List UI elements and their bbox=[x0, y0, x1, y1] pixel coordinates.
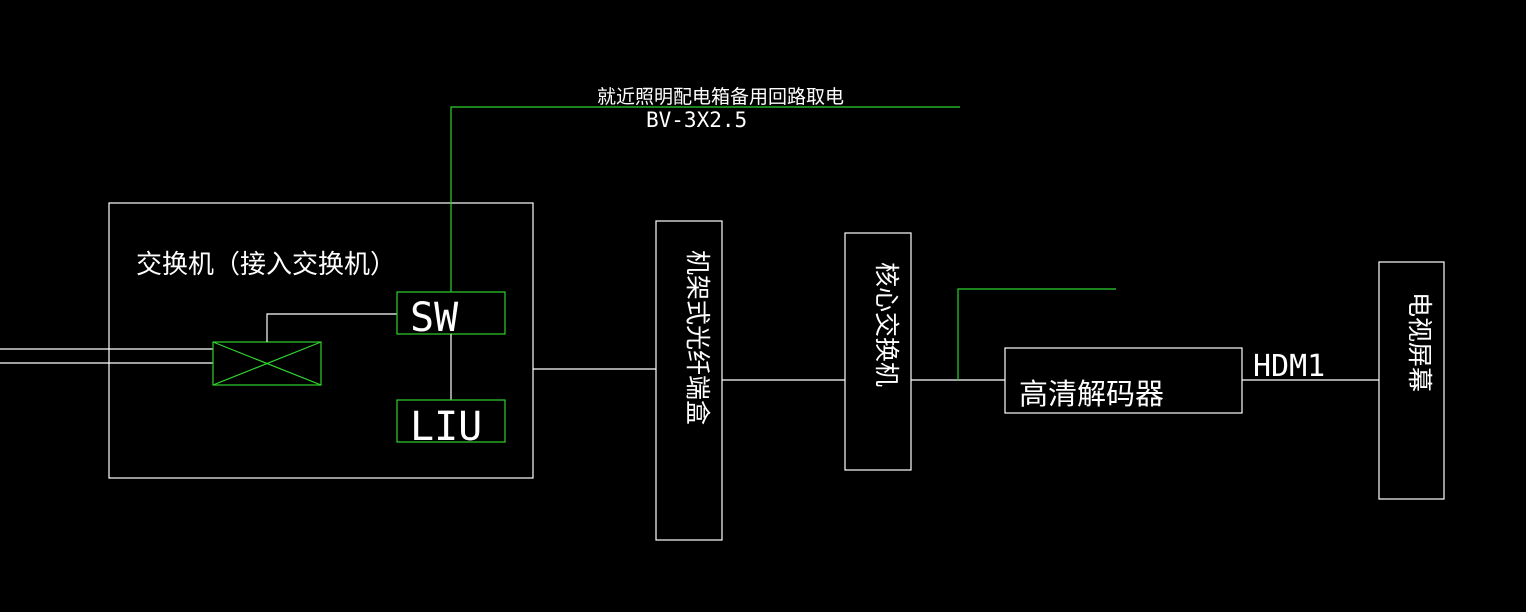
power-feed-line bbox=[450, 106, 960, 292]
power-branch-line bbox=[957, 288, 1116, 380]
splice-box-icon bbox=[212, 341, 322, 386]
decoder-label: 高清解码器 bbox=[1019, 377, 1164, 411]
sw-label: SW bbox=[410, 295, 459, 341]
splice-to-sw-line bbox=[266, 313, 397, 342]
liu-label: LIU bbox=[410, 404, 482, 450]
hdmi-label: HDM1 bbox=[1253, 349, 1325, 384]
core-switch-label: 核心交换机 bbox=[872, 262, 901, 387]
tv-screen-label: 电视屏幕 bbox=[1405, 292, 1434, 392]
access-switch-label: 交换机（接入交换机） bbox=[136, 250, 396, 280]
power-source-label: 就近照明配电箱备用回路取电 bbox=[597, 86, 844, 108]
tv-screen-box bbox=[1378, 261, 1445, 500]
liu-module bbox=[396, 399, 506, 443]
core-switch-box bbox=[844, 232, 912, 471]
access-switch-cabinet bbox=[108, 202, 534, 479]
odf-label: 机架式光纤端盒 bbox=[683, 250, 712, 425]
power-cable-spec: BV-3X2.5 bbox=[646, 108, 747, 132]
